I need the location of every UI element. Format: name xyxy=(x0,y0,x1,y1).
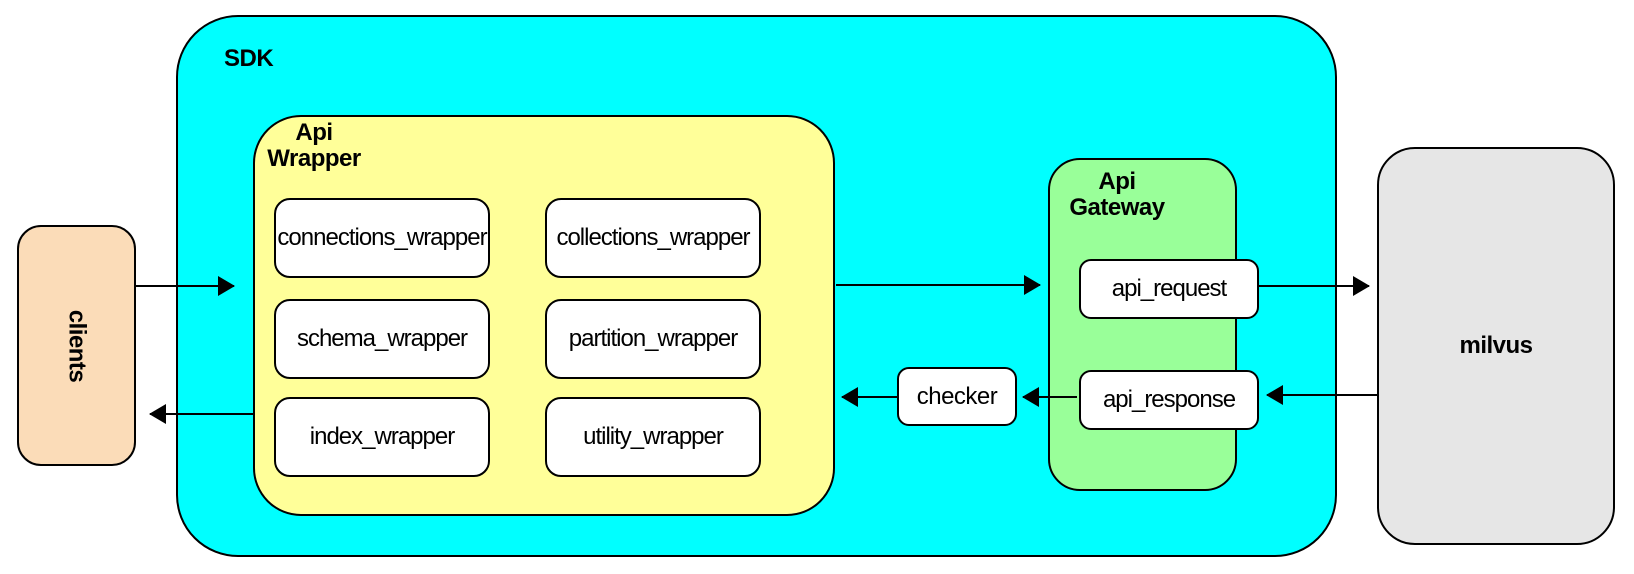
api-gateway-label: Api Gateway xyxy=(1069,168,1165,221)
api-request-label: api_request xyxy=(1111,275,1227,302)
wrapper-box-label: partition_wrapper xyxy=(568,325,738,352)
checker-label: checker xyxy=(916,382,998,410)
wrapper-box-label: index_wrapper xyxy=(309,423,455,450)
sdk-label: SDK xyxy=(224,45,274,72)
wrapper-box-connections: connections_wrapper xyxy=(274,198,490,278)
checker-node: checker xyxy=(897,367,1017,426)
wrapper-box-label: schema_wrapper xyxy=(296,325,468,352)
wrapper-box-label: connections_wrapper xyxy=(277,224,487,251)
clients-node: clients xyxy=(17,225,136,466)
wrapper-box-partition: partition_wrapper xyxy=(545,299,761,379)
api-response-label: api_response xyxy=(1102,386,1236,413)
wrapper-box-index: index_wrapper xyxy=(274,397,490,477)
clients-label: clients xyxy=(63,309,91,382)
milvus-label: milvus xyxy=(1459,332,1533,359)
api-request-node: api_request xyxy=(1079,259,1259,319)
wrapper-box-utility: utility_wrapper xyxy=(545,397,761,477)
wrapper-box-collections: collections_wrapper xyxy=(545,198,761,278)
wrapper-box-label: collections_wrapper xyxy=(556,224,750,251)
milvus-node: milvus xyxy=(1377,147,1615,545)
api-wrapper-label: Api Wrapper xyxy=(267,119,361,172)
api-response-node: api_response xyxy=(1079,370,1259,430)
api-wrapper-container: Api Wrapper connections_wrapper collecti… xyxy=(253,115,835,516)
wrapper-box-label: utility_wrapper xyxy=(583,423,724,450)
api-gateway-container: Api Gateway api_request api_response xyxy=(1048,158,1259,491)
wrapper-box-schema: schema_wrapper xyxy=(274,299,490,379)
